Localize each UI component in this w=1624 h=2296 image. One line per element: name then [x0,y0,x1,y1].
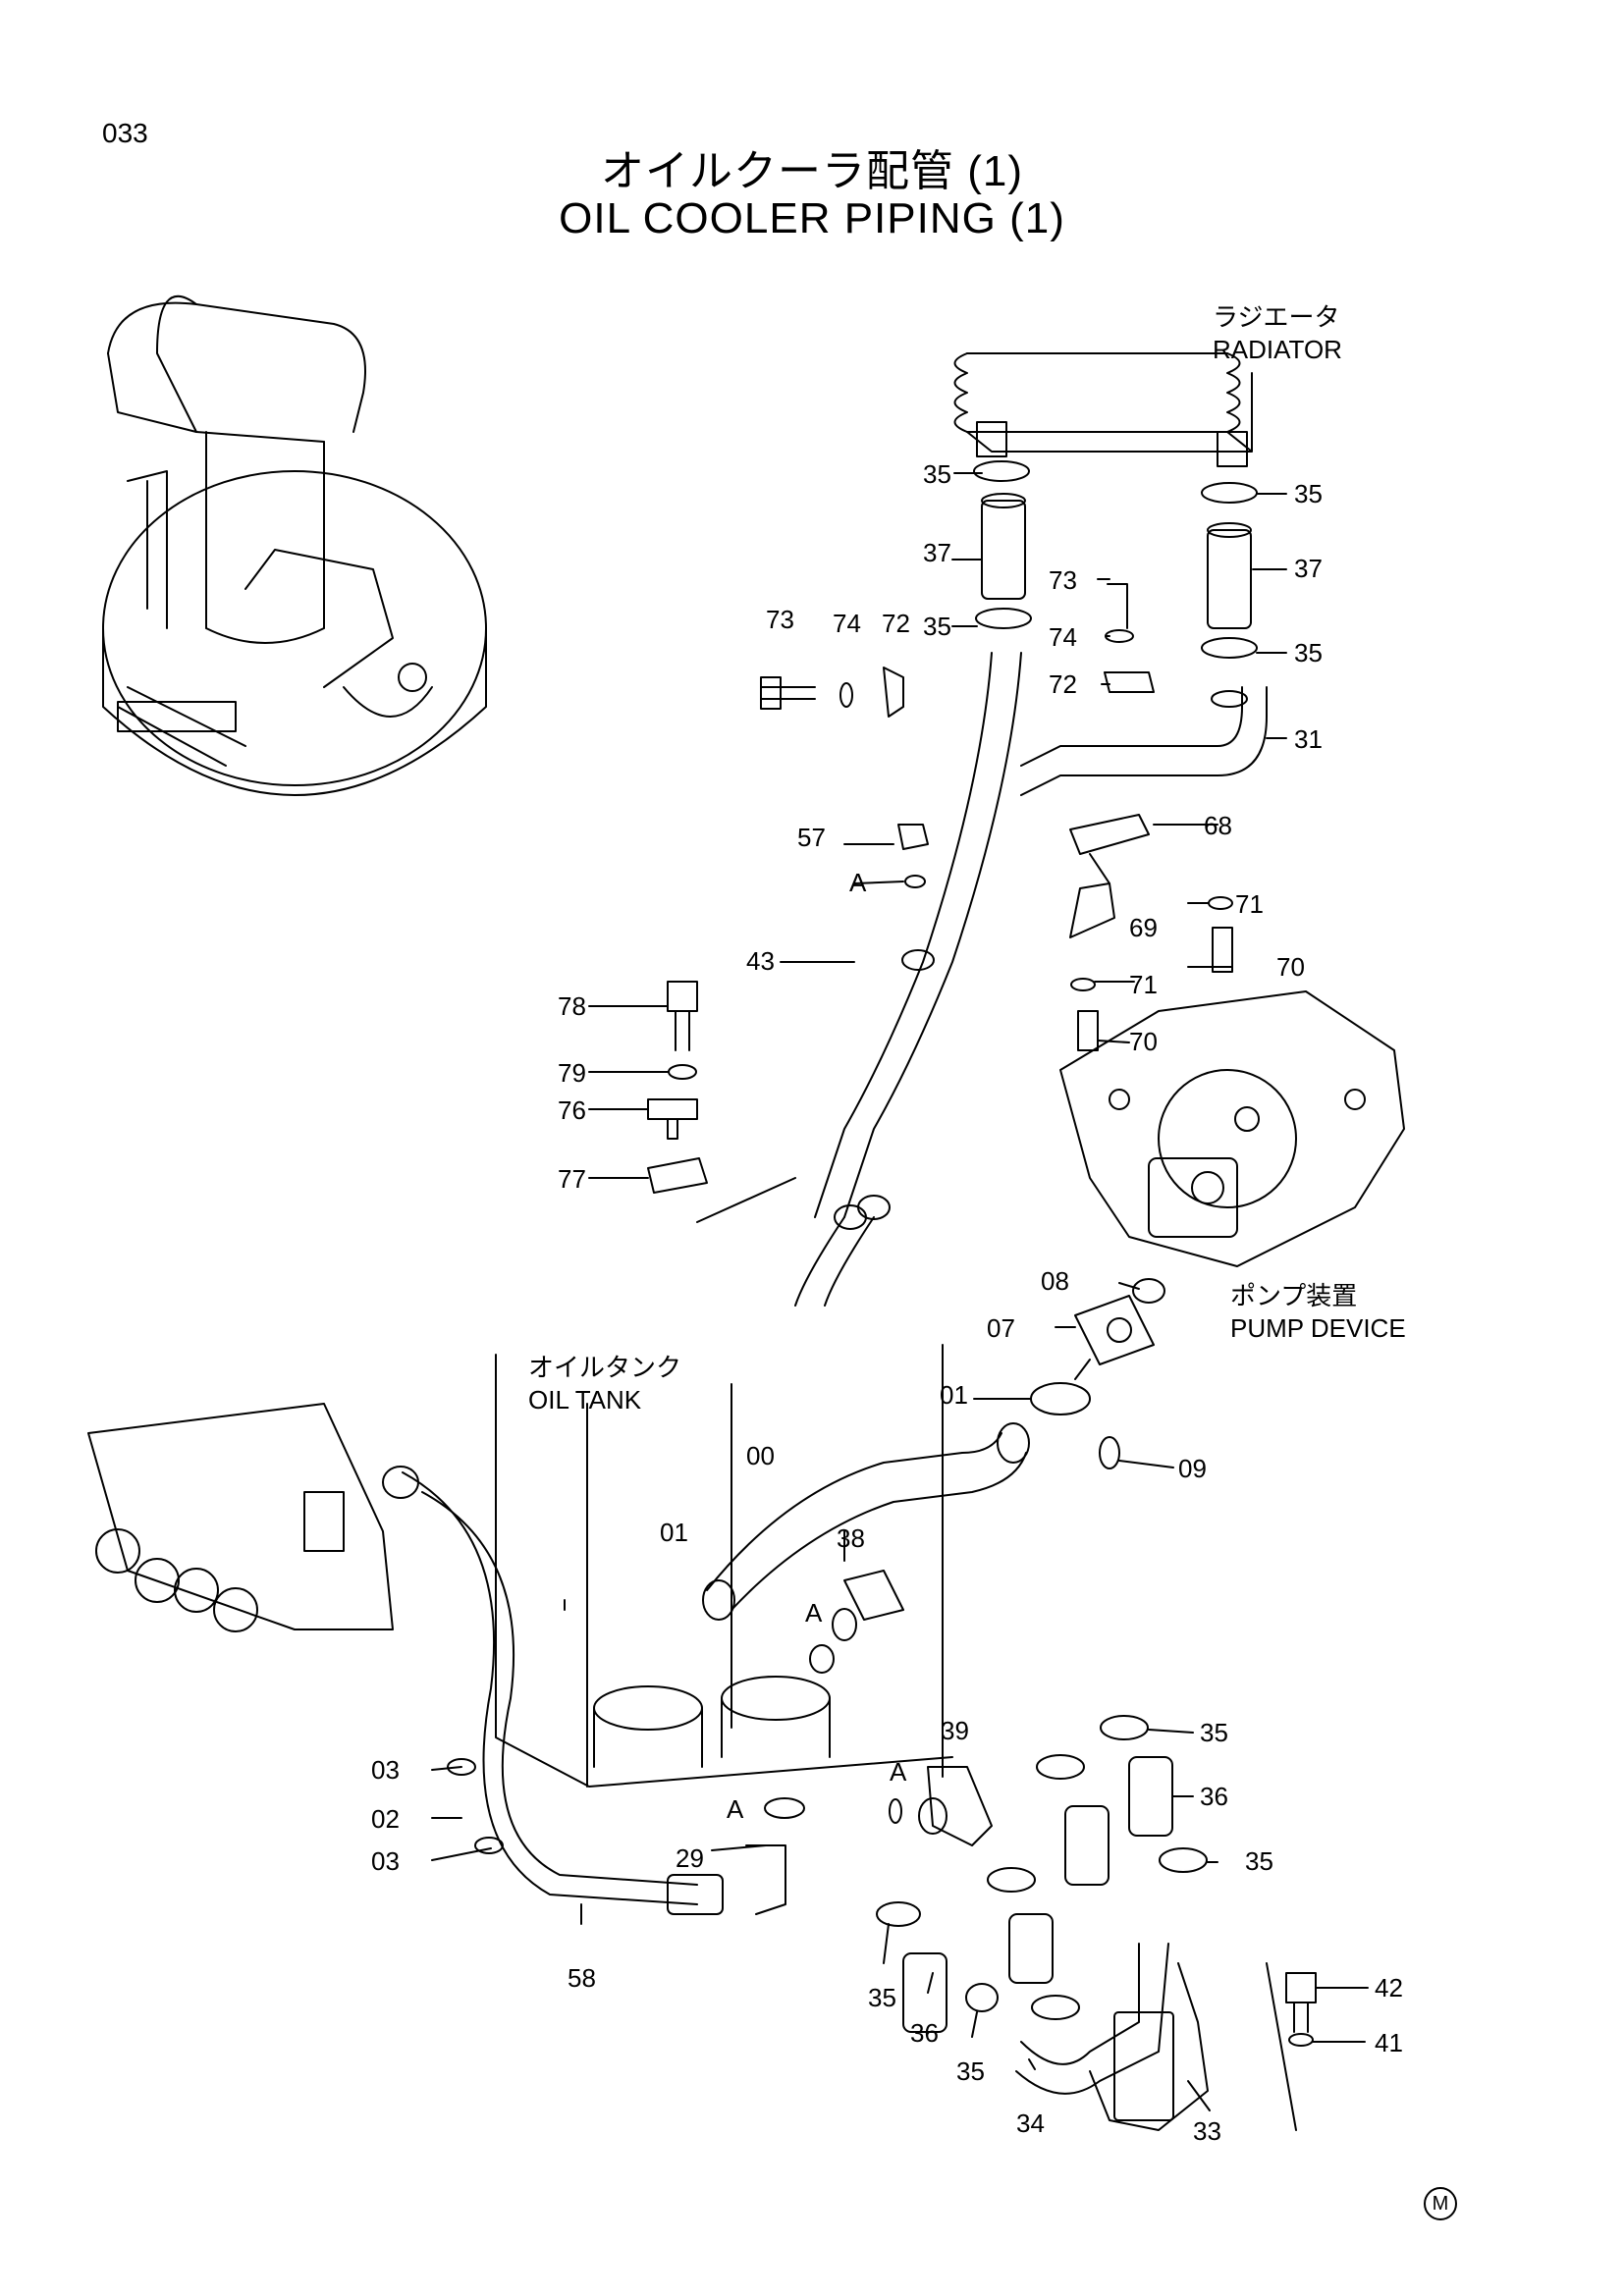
part-callout: 72 [882,609,910,638]
part-callout: 37 [923,538,951,567]
oil-tank-label: OIL TANK [528,1385,642,1415]
part-callout: 00 [746,1441,775,1470]
part-callout: 78 [558,991,586,1021]
part-callout: 73 [1049,565,1077,595]
pump-device-label-jp: ポンプ装置 [1230,1281,1358,1310]
part-callout: 69 [1129,913,1158,942]
part-callout: A [890,1757,907,1787]
part-callout: 02 [371,1804,400,1834]
part-callout: 31 [1294,724,1323,754]
part-callout: 35 [956,2056,985,2086]
footer-mark: M [1424,2187,1457,2220]
part-callout: 29 [676,1843,704,1873]
part-callout: 76 [558,1095,586,1125]
part-callout: 35 [1200,1718,1228,1747]
oil-tank-illustration [496,1345,952,1787]
part-callout: 41 [1375,2028,1403,2057]
part-callout: 07 [987,1313,1015,1343]
part-callout: 77 [558,1164,586,1194]
part-callout: 74 [1049,622,1077,652]
part-callout: 37 [1294,554,1323,583]
part-callout: 42 [1375,1973,1403,2002]
control-valve-illustration [88,1404,393,1631]
part-callout: 35 [1294,638,1323,667]
part-callout: 58 [568,1963,596,1993]
part-callout: 79 [558,1058,586,1088]
part-callout: 35 [923,612,951,641]
part-callout: 01 [660,1518,688,1547]
page-number: 033 [102,118,148,148]
part-callout: A [805,1598,823,1628]
part-callout: 03 [371,1755,400,1785]
part-callout: 36 [1200,1782,1228,1811]
part-callout: 38 [837,1523,865,1553]
part-callout: 35 [868,1983,896,2012]
radiator-illustration [955,353,1253,466]
machine-overview-illustration [103,296,486,795]
part-callout: 70 [1129,1027,1158,1056]
part-callout: 35 [1245,1846,1273,1876]
part-callout: 71 [1129,970,1158,999]
part-callout: 74 [833,609,861,638]
part-callout: 35 [1294,479,1323,508]
part-callout: 70 [1276,952,1305,982]
page-title-japanese: オイルクーラ配管 (1) [601,147,1023,195]
part-callout: 73 [766,605,794,634]
part-callout: A [849,868,867,897]
part-callout: 43 [746,946,775,976]
part-callout: 57 [797,823,826,852]
part-callout: 36 [910,2018,939,2048]
pump-device-label: PUMP DEVICE [1230,1313,1406,1343]
part-callout: 01 [940,1380,968,1410]
part-callout: 68 [1204,811,1232,840]
pump-device-illustration [1060,991,1404,1266]
part-callout: 09 [1178,1454,1207,1483]
part-callout: 34 [1016,2109,1045,2138]
radiator-label-jp: ラジエータ [1213,302,1340,332]
part-callout: 35 [923,459,951,489]
part-callout: 03 [371,1846,400,1876]
part-callout: A [727,1794,744,1824]
radiator-label: RADIATOR [1213,335,1342,364]
part-callout: 08 [1041,1266,1069,1296]
part-callout: 72 [1049,669,1077,699]
part-callout: 33 [1193,2116,1221,2146]
part-callout: 71 [1235,889,1264,919]
page-title: OIL COOLER PIPING (1) [559,194,1065,242]
part-callout: 39 [941,1716,969,1745]
oil-tank-label-jp: オイルタンク [528,1353,682,1382]
